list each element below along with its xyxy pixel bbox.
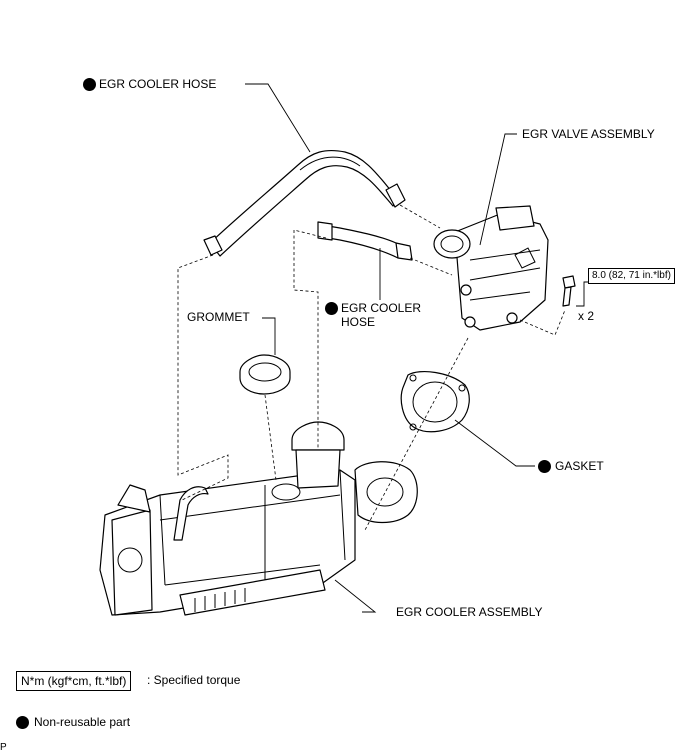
leader-lines	[245, 83, 588, 613]
label-egr-cooler-hose-upper: EGR COOLER HOSE	[99, 77, 217, 91]
bolt-drawing	[562, 275, 576, 307]
torque-spec-box: 8.0 (82, 71 in.*lbf)	[588, 268, 675, 284]
label-egr-valve-assembly: EGR VALVE ASSEMBLY	[522, 127, 655, 141]
alignment-lines	[177, 204, 566, 531]
grommet-drawing	[239, 354, 291, 395]
nonreusable-marker-gasket	[538, 460, 551, 473]
nonreusable-marker-egr-cooler-hose-lower	[325, 302, 338, 315]
egr-cooler-hose-upper-drawing	[203, 149, 406, 257]
label-egr-cooler-assembly: EGR COOLER ASSEMBLY	[396, 605, 543, 619]
label-egr-cooler-hose-lower-line2: HOSE	[341, 315, 376, 329]
nonreusable-marker-egr-cooler-hose-upper	[83, 78, 96, 91]
gasket-drawing	[400, 370, 470, 433]
legend-torque-box: N*m (kgf*cm, ft.*lbf)	[16, 671, 132, 691]
legend-nonreusable-text: Non-reusable part	[34, 715, 131, 729]
bolt-quantity: x 2	[578, 309, 595, 323]
egr-cooler-hose-lower-drawing	[317, 221, 413, 261]
label-egr-cooler-hose-lower-line1: EGR COOLER	[341, 301, 422, 315]
egr-cooler-assembly-drawing	[99, 421, 418, 616]
legend-nonreusable-marker	[16, 716, 29, 729]
label-gasket: GASKET	[555, 459, 604, 473]
label-grommet: GROMMET	[187, 310, 250, 324]
corner-code: P	[0, 742, 7, 753]
egr-valve-assembly-drawing	[433, 205, 549, 331]
legend-torque-text: : Specified torque	[147, 673, 241, 687]
